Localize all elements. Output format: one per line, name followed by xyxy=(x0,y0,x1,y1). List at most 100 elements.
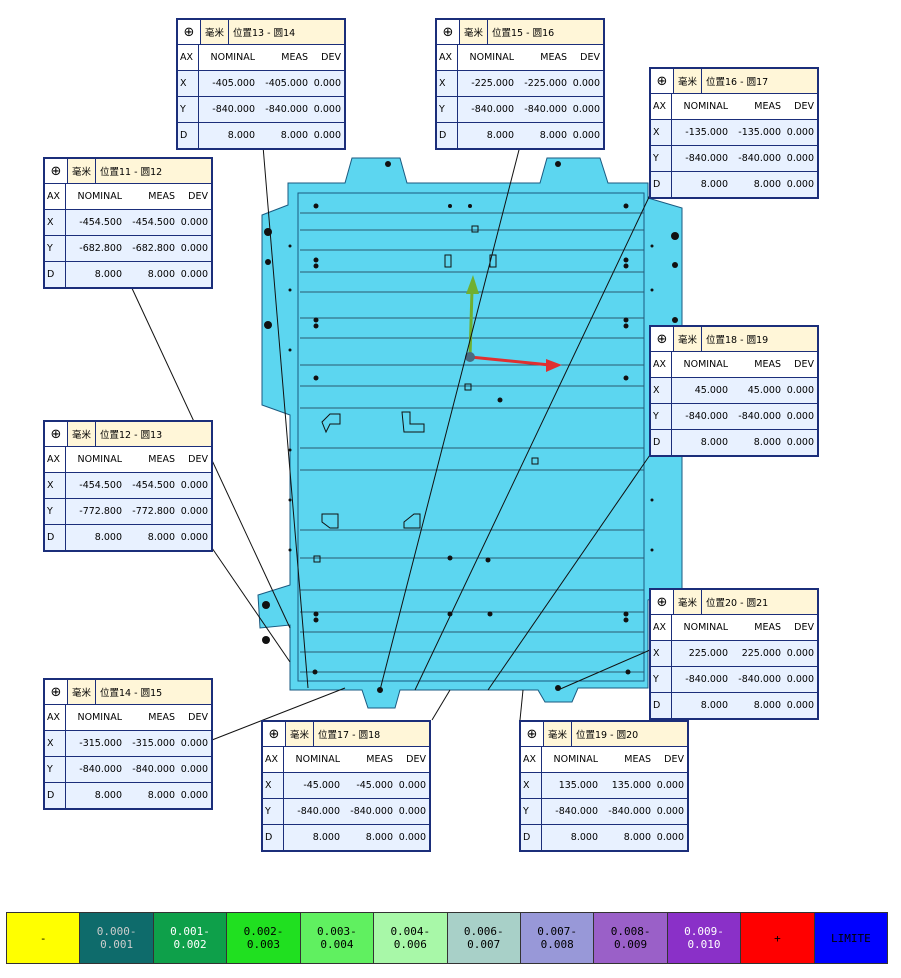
axes-triad xyxy=(465,275,562,372)
col-nominal: NOMINAL xyxy=(77,454,122,465)
col-ax: AX xyxy=(521,747,542,772)
legend-swatch: 0.001- 0.002 xyxy=(153,913,228,963)
unit-label: 毫米 xyxy=(68,680,97,704)
col-meas: MEAS xyxy=(366,754,393,765)
col-nominal: NOMINAL xyxy=(295,754,340,765)
col-nominal: NOMINAL xyxy=(210,52,255,63)
col-meas: MEAS xyxy=(148,191,175,202)
col-meas: MEAS xyxy=(148,454,175,465)
col-dev: DEV xyxy=(188,712,208,723)
callout-title: 位置18 - 圆19 xyxy=(702,327,817,351)
callout-title: 位置15 - 圆16 xyxy=(488,20,603,44)
crosshair-icon: ⊕ xyxy=(651,590,674,614)
legend-swatch: 0.004- 0.006 xyxy=(374,913,448,963)
col-meas: MEAS xyxy=(540,52,567,63)
col-meas: MEAS xyxy=(754,101,781,112)
crosshair-icon: ⊕ xyxy=(45,680,68,704)
col-nominal: NOMINAL xyxy=(469,52,514,63)
unit-label: 毫米 xyxy=(544,722,573,746)
col-ax: AX xyxy=(263,747,284,772)
callout-title: 位置12 - 圆13 xyxy=(96,422,211,446)
crosshair-icon: ⊕ xyxy=(263,722,286,746)
col-dev: DEV xyxy=(794,359,814,370)
crosshair-icon: ⊕ xyxy=(45,422,68,446)
crosshair-icon: ⊕ xyxy=(521,722,544,746)
callout-title: 位置13 - 圆14 xyxy=(229,20,344,44)
col-ax: AX xyxy=(45,184,66,209)
col-dev: DEV xyxy=(321,52,341,63)
col-meas: MEAS xyxy=(754,622,781,633)
col-dev: DEV xyxy=(664,754,684,765)
crosshair-icon: ⊕ xyxy=(651,327,674,351)
col-meas: MEAS xyxy=(624,754,651,765)
col-nominal: NOMINAL xyxy=(683,359,728,370)
col-ax: AX xyxy=(45,705,66,730)
col-dev: DEV xyxy=(794,101,814,112)
crosshair-icon: ⊕ xyxy=(437,20,460,44)
callout-title: 位置11 - 圆12 xyxy=(96,159,211,183)
col-ax: AX xyxy=(178,45,199,70)
col-nominal: NOMINAL xyxy=(683,622,728,633)
legend-swatch: LIMITE xyxy=(814,913,888,963)
legend-swatch: 0.002- 0.003 xyxy=(227,913,301,963)
legend-swatch: + xyxy=(741,913,815,963)
callout-title: 位置20 - 圆21 xyxy=(702,590,817,614)
unit-label: 毫米 xyxy=(674,69,703,93)
unit-label: 毫米 xyxy=(286,722,315,746)
col-ax: AX xyxy=(651,615,672,640)
unit-label: 毫米 xyxy=(674,590,703,614)
callout-title: 位置14 - 圆15 xyxy=(96,680,211,704)
col-ax: AX xyxy=(651,352,672,377)
crosshair-icon: ⊕ xyxy=(178,20,201,44)
col-nominal: NOMINAL xyxy=(553,754,598,765)
crosshair-icon: ⊕ xyxy=(651,69,674,93)
unit-label: 毫米 xyxy=(68,159,97,183)
col-dev: DEV xyxy=(188,191,208,202)
legend-swatch: 0.003- 0.004 xyxy=(300,913,375,963)
part-plate xyxy=(257,157,683,709)
unit-label: 毫米 xyxy=(460,20,489,44)
crosshair-icon: ⊕ xyxy=(45,159,68,183)
callout-title: 位置19 - 圆20 xyxy=(572,722,687,746)
unit-label: 毫米 xyxy=(674,327,703,351)
legend-swatch: 0.006- 0.007 xyxy=(447,913,521,963)
col-meas: MEAS xyxy=(754,359,781,370)
col-ax: AX xyxy=(45,447,66,472)
legend-swatch: 0.009- 0.010 xyxy=(667,913,742,963)
unit-label: 毫米 xyxy=(201,20,230,44)
callout-title: 位置16 - 圆17 xyxy=(702,69,817,93)
